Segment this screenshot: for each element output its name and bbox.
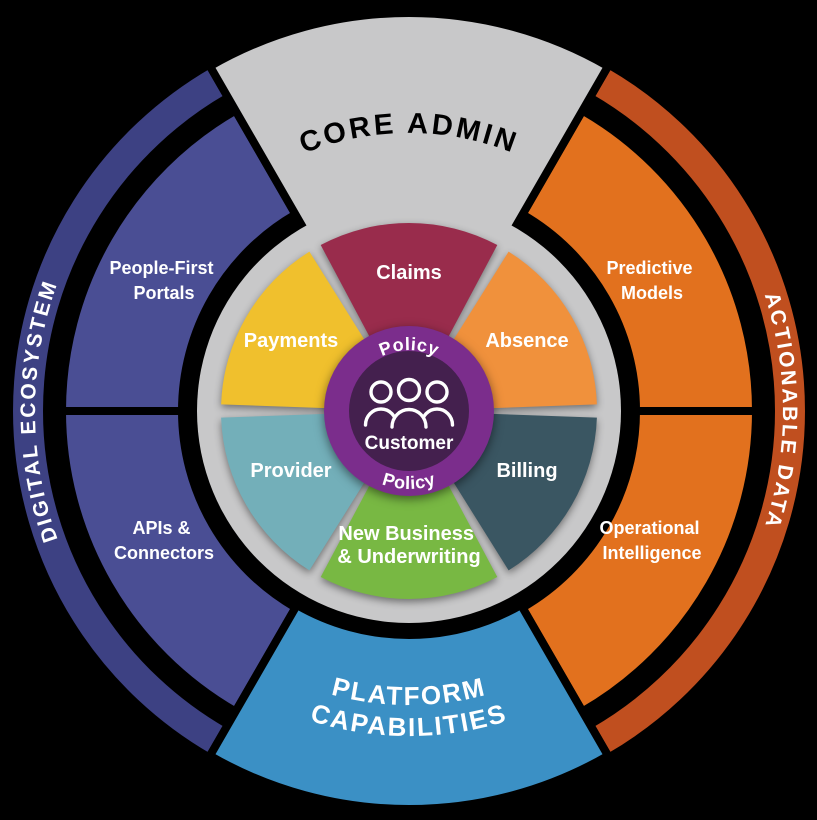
provider-label: Provider xyxy=(250,460,331,482)
middle-ring xyxy=(58,106,760,716)
new-business-segment xyxy=(320,459,498,600)
apis-connectors-segment xyxy=(58,407,300,716)
people-first-portals-segment xyxy=(58,106,300,415)
billing-label: Billing xyxy=(496,460,557,482)
person-center-glyph xyxy=(390,377,428,429)
apis-connectors-label: APIs & Connectors xyxy=(114,518,214,563)
predictive-models-segment xyxy=(518,106,760,415)
middle-ring-labels: People-First Portals APIs & Connectors P… xyxy=(109,258,704,563)
predictive-models-label: Predictive Models xyxy=(606,258,697,303)
platform-capabilities-wedge xyxy=(206,601,612,814)
new-business-label: New Business & Underwriting xyxy=(337,523,480,568)
operational-intelligence-segment xyxy=(518,407,760,716)
operational-intelligence-label: Operational Intelligence xyxy=(599,518,704,563)
people-first-portals-label: People-First Portals xyxy=(109,258,218,303)
payments-label: Payments xyxy=(244,330,339,352)
claims-segment xyxy=(320,222,498,363)
absence-label: Absence xyxy=(485,330,568,352)
customer-label: Customer xyxy=(365,433,454,454)
claims-label: Claims xyxy=(376,262,442,284)
people-group-icon xyxy=(363,377,455,429)
capability-wheel-labels: Claims Absence Billing New Business & Un… xyxy=(244,262,569,568)
center-hub: Customer Policy Policy xyxy=(324,326,494,496)
